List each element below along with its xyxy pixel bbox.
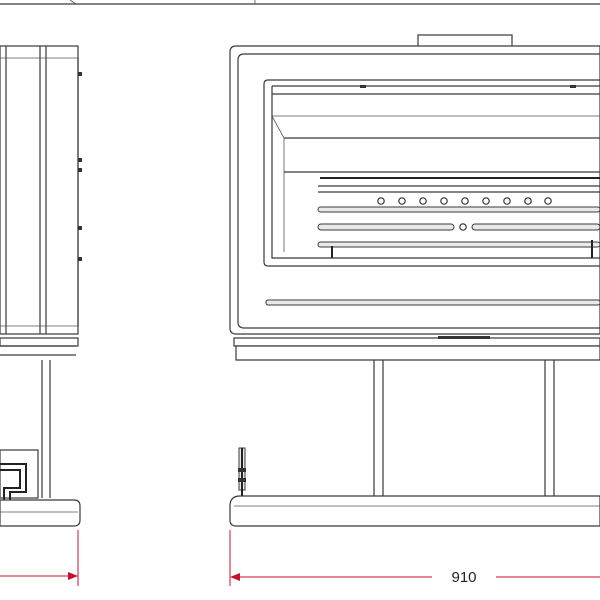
side-foot (0, 499, 81, 527)
stand-legs (373, 360, 555, 498)
stand-foot (229, 495, 600, 527)
side-pipe (0, 449, 39, 506)
side-bolts (78, 72, 82, 261)
flue-spigot (417, 34, 513, 48)
baffle (271, 85, 600, 252)
side-body (0, 45, 79, 335)
width-dimension-label: 910 (451, 569, 476, 586)
width-dimension (229, 530, 600, 586)
front-view: 910 (229, 34, 600, 586)
base-plate (233, 337, 600, 347)
air-control-rod (238, 447, 246, 496)
air-slot (265, 299, 600, 306)
stove-body (229, 45, 600, 335)
air-holes (377, 197, 552, 231)
title-block-remnant (0, 0, 600, 5)
grate (317, 177, 600, 258)
side-view (0, 45, 82, 586)
